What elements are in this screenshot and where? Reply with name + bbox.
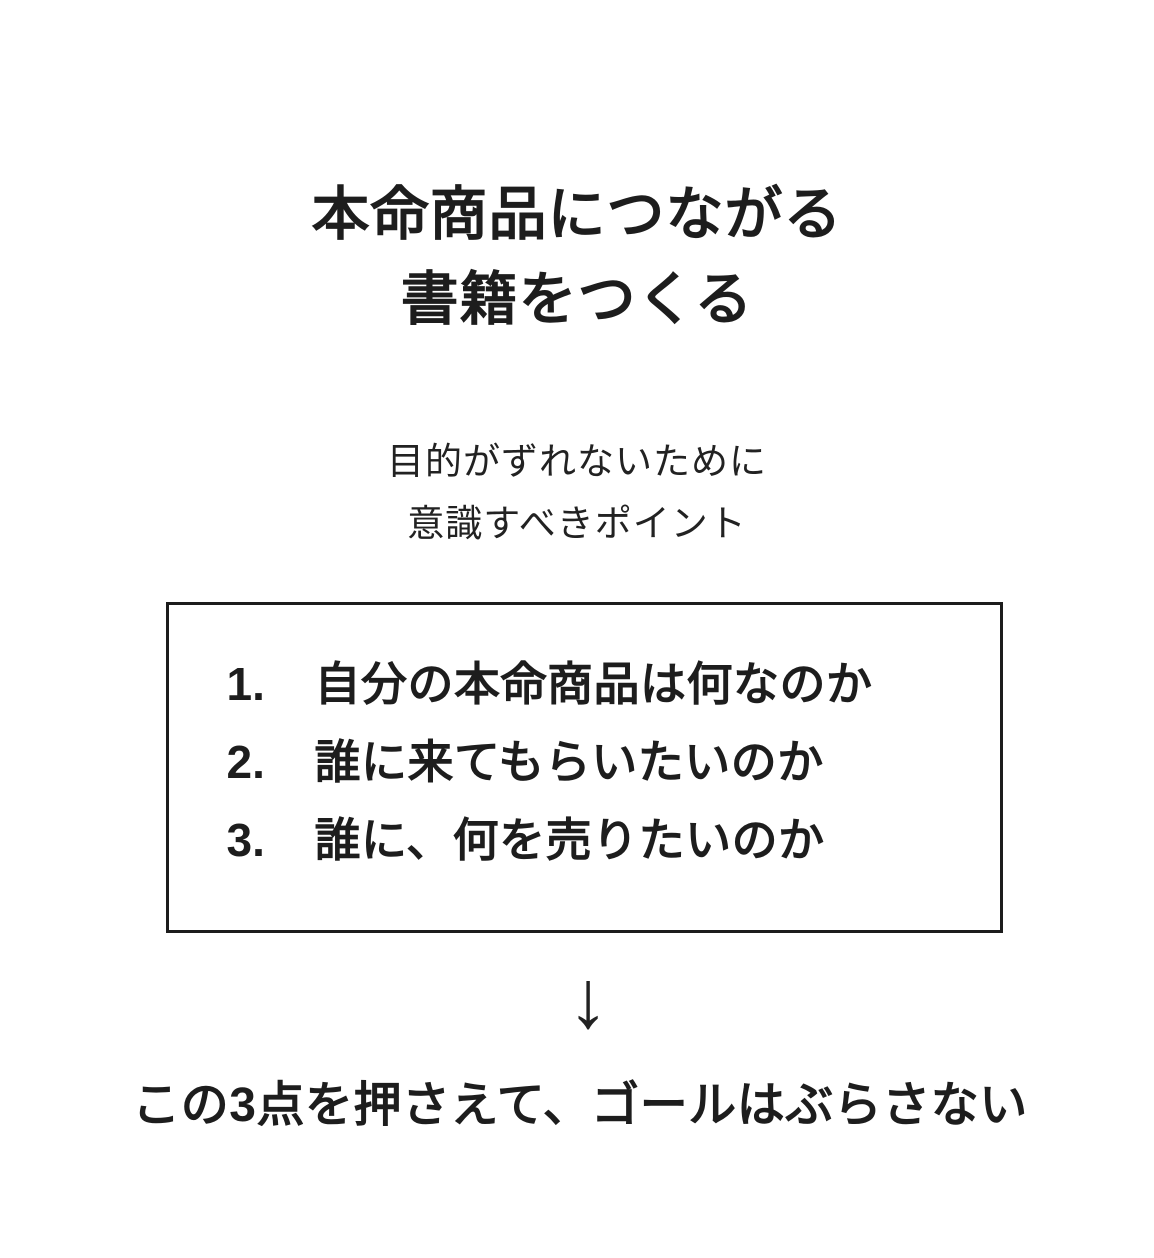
point-number: 1. — [226, 658, 265, 711]
subtitle-line-2: 意識すべきポイント — [407, 502, 747, 544]
conclusion-text: この3点を押さえて、ゴールはぶらさない — [132, 1078, 1028, 1132]
subtitle-line-1: 目的がずれないために — [387, 440, 767, 482]
point-item-1: 1. 自分の本命商品は何なのか — [227, 661, 1000, 707]
point-number: 2. — [226, 736, 265, 789]
point-text: 誰に来てもらいたいのか — [314, 736, 824, 789]
point-item-3: 3. 誰に、何を売りたいのか — [227, 817, 1000, 863]
points-box: 1. 自分の本命商品は何なのか 2. 誰に来てもらいたいのか 3. 誰に、何を売… — [165, 601, 1003, 933]
point-text: 自分の本命商品は何なのか — [314, 658, 873, 711]
point-item-2: 2. 誰に来てもらいたいのか — [227, 739, 1000, 785]
title-line-2: 書籍をつくる — [400, 267, 754, 333]
point-number: 3. — [226, 814, 265, 867]
down-arrow-icon: ↓ — [567, 953, 609, 1045]
title-line-1: 本命商品につながる — [311, 182, 843, 247]
subtitle: 目的がずれないために 意識すべきポイント — [387, 431, 767, 555]
point-text: 誰に、何を売りたいのか — [314, 814, 825, 867]
page-title: 本命商品につながる 書籍をつくる — [311, 172, 842, 343]
